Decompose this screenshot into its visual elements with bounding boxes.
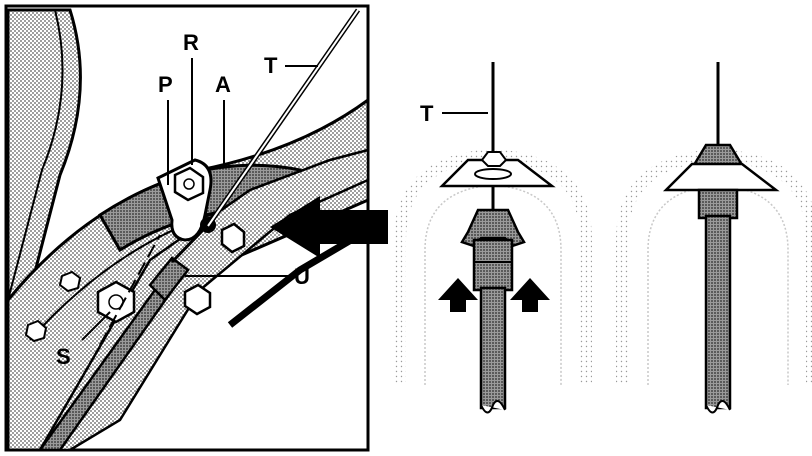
frame-tube-left-inner	[7, 9, 64, 301]
left-panel: R P A T U S	[4, 4, 370, 452]
up-arrow-right	[510, 278, 550, 312]
axis-line	[99, 234, 161, 346]
bolt-r-center	[183, 178, 195, 190]
label-a: A	[215, 72, 231, 97]
cable-ferrule	[148, 256, 190, 302]
cable-housing-right	[704, 214, 732, 410]
cable-housing-middle	[479, 286, 507, 410]
cable-inner-exposed	[170, 226, 207, 264]
housing-cut-middle	[480, 400, 506, 414]
bracket-plate-right	[662, 162, 780, 192]
housing-cut-right	[705, 400, 731, 414]
frame-bolt-upper	[58, 270, 82, 293]
label-s: S	[56, 344, 71, 369]
right-panel	[616, 62, 812, 414]
label-p: P	[158, 72, 173, 97]
bracket-hole-middle	[474, 168, 512, 180]
ferrule-cap-middle	[460, 208, 526, 248]
label-t-left: T	[264, 53, 278, 78]
nut-s	[96, 280, 136, 324]
nut-lower	[183, 283, 212, 316]
brake-cable-t-highlight	[207, 9, 359, 227]
label-u: U	[294, 264, 310, 289]
direction-arrow-left	[270, 196, 388, 258]
middle-panel: T	[394, 62, 592, 414]
label-t-mid: T	[420, 101, 434, 126]
ferrule-body-middle	[472, 238, 514, 292]
leader-s	[81, 311, 111, 341]
wheel-outline-right-inner	[647, 184, 789, 385]
cable-anchor-nut	[220, 222, 246, 254]
bolt-r-head	[173, 166, 205, 202]
ferrule-body-right	[697, 188, 739, 220]
up-arrow-left	[438, 278, 478, 312]
frame-bolt-lower	[24, 319, 48, 343]
bracket-nut-middle	[480, 151, 508, 167]
label-r: R	[183, 30, 199, 55]
